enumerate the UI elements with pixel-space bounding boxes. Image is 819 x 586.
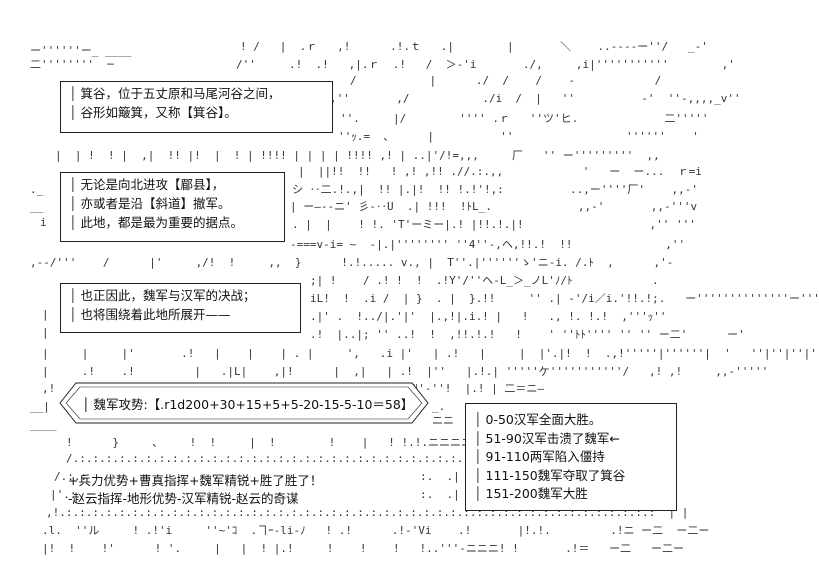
attack-roll-formula: 【.r1d200+30+15+5+5-20-15-5-10＝58】 xyxy=(147,397,414,412)
narration-line: 也将围绕着此地所展开—— xyxy=(69,305,294,324)
outcome-row: 51-90汉军击溃了魏军← xyxy=(474,430,672,449)
narration-line: 亦或者是沿【斜道】撤军。 xyxy=(69,194,278,213)
banner-frame xyxy=(59,382,429,424)
narration-box-2: 无论是向北进攻【郿县】， 亦或者是沿【斜道】撤军。 此地，都是最为重要的据点。 xyxy=(60,172,285,242)
narration-line: 箕谷，位于五丈原和马尾河谷之间， xyxy=(69,84,326,103)
narration-line: 谷形如簸箕，又称【箕谷】。 xyxy=(69,103,326,122)
outcome-row: 0-50汉军全面大胜。 xyxy=(474,411,672,430)
narration-line: 无论是向北进攻【郿县】， xyxy=(69,175,278,194)
narration-box-1: 箕谷，位于五丈原和马尾河谷之间， 谷形如簸箕，又称【箕谷】。 xyxy=(60,81,333,133)
attack-roll-banner: │ 魏军攻势:【.r1d200+30+15+5+5-20-15-5-10＝58】 xyxy=(58,381,430,425)
narration-line: 此地，都是最为重要的据点。 xyxy=(69,213,278,232)
narration-box-3: 也正因此，魏军与汉军的决战； 也将围绕着此地所展开—— xyxy=(60,283,301,333)
penalty-modifiers: -赵云指挥-地形优势-汉军精锐-赵云的奇谋 xyxy=(68,491,299,506)
attack-roll-label: 魏军攻势: xyxy=(93,397,148,412)
outcome-table: 0-50汉军全面大胜。 51-90汉军击溃了魏军← 91-110两军陷入僵持 1… xyxy=(465,403,677,511)
attack-roll-text: │ 魏军攻势:【.r1d200+30+15+5+5-20-15-5-10＝58】 xyxy=(82,397,414,412)
outcome-row: 91-110两军陷入僵持 xyxy=(474,448,672,467)
narration-line: 也正因此，魏军与汉军的决战； xyxy=(69,286,294,305)
outcome-row: 151-200魏军大胜 xyxy=(474,485,672,504)
outcome-row: 111-150魏军夺取了箕谷 xyxy=(474,467,672,486)
bonus-modifiers: +兵力优势+曹真指挥+魏军精锐+胜了胜了！ xyxy=(68,473,323,488)
